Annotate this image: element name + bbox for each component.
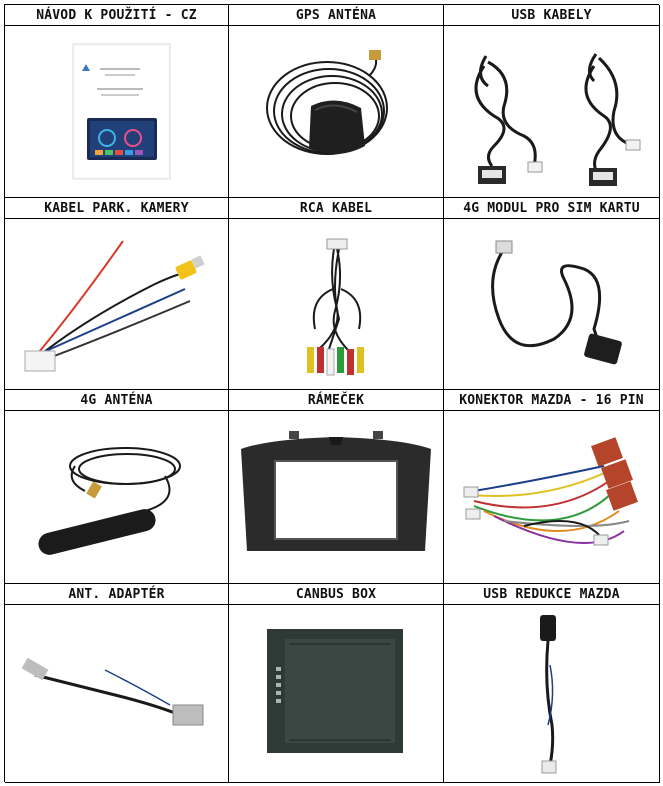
mazda-16pin-connector-image: [444, 411, 660, 584]
header-antenna-adapter: ANT. ADAPTÉR: [5, 584, 229, 605]
header-rca-cable: RCA KABEL: [229, 198, 444, 219]
4g-antenna-image: [5, 411, 229, 584]
header-gps-antenna: GPS ANTÉNA: [229, 5, 444, 26]
parking-camera-cable-image: [5, 219, 229, 390]
canbus-box-image: [229, 605, 444, 783]
usb-cables-image: [444, 26, 660, 198]
header-canbus-box: CANBUS BOX: [229, 584, 444, 605]
header-usb-cables: USB KABELY: [444, 5, 660, 26]
rca-cable-image: [229, 219, 444, 390]
header-mazda-16pin-connector: KONEKTOR MAZDA - 16 PIN: [444, 390, 660, 411]
header-parking-camera-cable: KABEL PARK. KAMERY: [5, 198, 229, 219]
manual-booklet-image: [5, 26, 229, 198]
header-manual: NÁVOD K POUŽITÍ - CZ: [5, 5, 229, 26]
usb-adapter-mazda-image: [444, 605, 660, 783]
4g-sim-module-image: [444, 219, 660, 390]
header-usb-adapter-mazda: USB REDUKCE MAZDA: [444, 584, 660, 605]
header-4g-antenna: 4G ANTÉNA: [5, 390, 229, 411]
gps-antenna-image: [229, 26, 444, 198]
dash-frame-image: [229, 411, 444, 584]
header-4g-sim-module: 4G MODUL PRO SIM KARTU: [444, 198, 660, 219]
header-dash-frame: RÁMEČEK: [229, 390, 444, 411]
antenna-adapter-image: [5, 605, 229, 783]
package-contents-table: NÁVOD K POUŽITÍ - CZ GPS ANTÉNA USB KABE…: [4, 4, 660, 783]
